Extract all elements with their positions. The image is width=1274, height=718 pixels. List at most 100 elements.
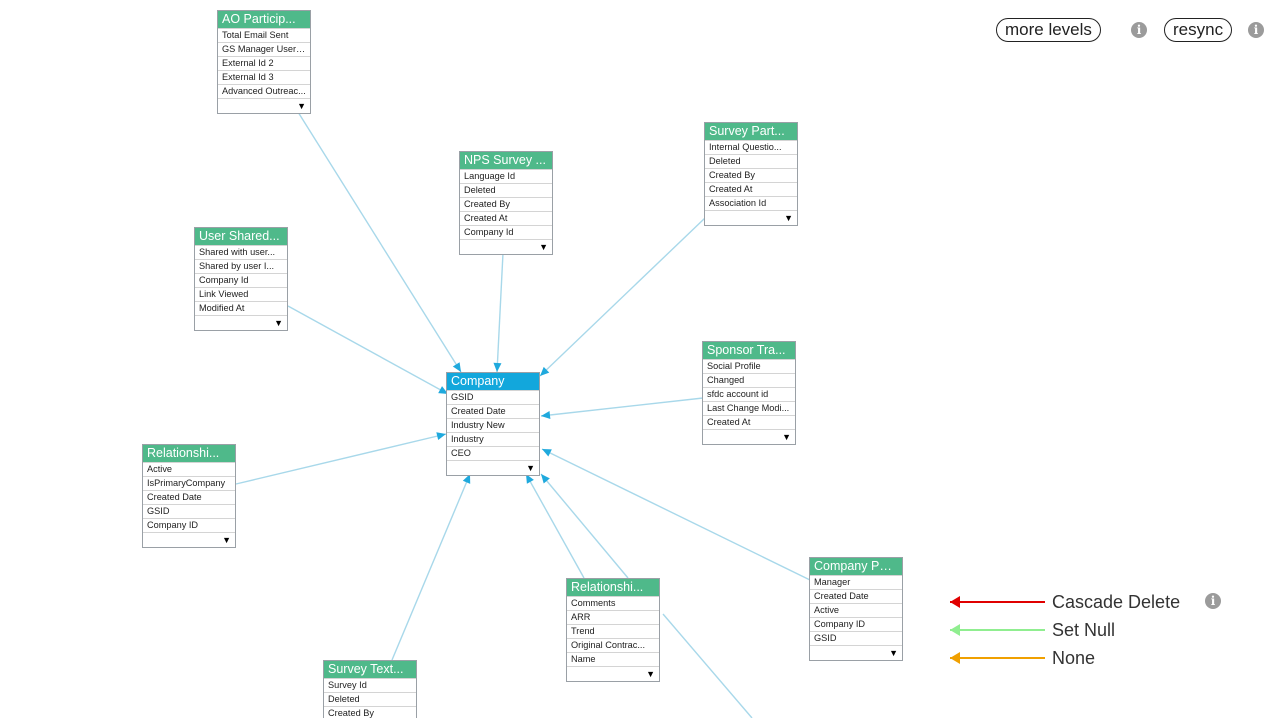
entity-field: Created By	[324, 706, 416, 718]
entity-field: ARR	[567, 610, 659, 624]
relationship-edge-ao[interactable]	[297, 111, 462, 373]
legend-arrow-icon	[950, 596, 960, 608]
entity-field: Original Contrac...	[567, 638, 659, 652]
expand-fields-row[interactable]: ▼	[460, 239, 552, 254]
expand-fields-row[interactable]: ▼	[705, 210, 797, 225]
entity-field: Social Profile	[703, 359, 795, 373]
entity-field: Total Email Sent	[218, 28, 310, 42]
entity-field: Created Date	[810, 589, 902, 603]
dropdown-arrow-icon[interactable]: ▼	[782, 432, 791, 442]
entity-field: Changed	[703, 373, 795, 387]
resync-info-icon[interactable]: i	[1248, 22, 1264, 38]
cascade-delete-info-icon[interactable]: i	[1205, 593, 1221, 609]
entity-field: Comments	[567, 596, 659, 610]
expand-fields-row[interactable]: ▼	[195, 315, 287, 330]
relationship-edge-rel2[interactable]	[662, 613, 753, 718]
entity-field: Company ID	[810, 617, 902, 631]
entity-field: External Id 2	[218, 56, 310, 70]
edge-arrowhead	[436, 432, 446, 440]
entity-title[interactable]: Sponsor Tra...	[703, 342, 795, 359]
entity-field: Deleted	[705, 154, 797, 168]
entity-title[interactable]: AO Particip...	[218, 11, 310, 28]
entity-field: GSID	[810, 631, 902, 645]
expand-fields-row[interactable]: ▼	[703, 429, 795, 444]
entity-field: Industry	[447, 432, 539, 446]
entity-title[interactable]: NPS Survey ...	[460, 152, 552, 169]
edge-arrowhead	[462, 474, 471, 484]
entity-field: Shared by user I...	[195, 259, 287, 273]
legend-label: Cascade Delete	[1052, 592, 1181, 612]
edge-arrowhead	[438, 386, 448, 394]
legend-label: Set Null	[1052, 620, 1116, 640]
relationship-edge-survey-text[interactable]	[391, 473, 471, 661]
relationship-edge-nps[interactable]	[496, 252, 504, 373]
dropdown-arrow-icon[interactable]: ▼	[274, 318, 283, 328]
relationship-edge-rel2[interactable]	[525, 473, 585, 579]
dropdown-arrow-icon[interactable]: ▼	[539, 242, 548, 252]
entity-field: Internal Questio...	[705, 140, 797, 154]
entity-field: Trend	[567, 624, 659, 638]
dropdown-arrow-icon[interactable]: ▼	[526, 463, 535, 473]
edge-arrowhead	[542, 449, 552, 457]
relationship-edge-company-per[interactable]	[541, 448, 811, 581]
entity-title[interactable]: Company Per...	[810, 558, 902, 575]
more-levels-info-icon[interactable]: i	[1131, 22, 1147, 38]
entity-node-user-shared[interactable]: User Shared...Shared with user...Shared …	[194, 227, 288, 331]
entity-field: sfdc account id	[703, 387, 795, 401]
dropdown-arrow-icon[interactable]: ▼	[646, 669, 655, 679]
expand-fields-row[interactable]: ▼	[143, 532, 235, 547]
entity-field: Created At	[705, 182, 797, 196]
edge-arrowhead	[540, 366, 550, 376]
legend-arrow-icon	[950, 624, 960, 636]
entity-field: Created By	[460, 197, 552, 211]
resync-button[interactable]: resync	[1164, 18, 1233, 42]
relationship-edge-rel2[interactable]	[540, 473, 629, 579]
expand-fields-row[interactable]: ▼	[218, 98, 310, 113]
relationship-edge-rel1[interactable]	[235, 433, 447, 485]
entity-field: Language Id	[460, 169, 552, 183]
entity-field: CEO	[447, 446, 539, 460]
entity-title[interactable]: Company	[447, 373, 539, 390]
entity-title[interactable]: Survey Part...	[705, 123, 797, 140]
entity-node-survey-part[interactable]: Survey Part...Internal Questio...Deleted…	[704, 122, 798, 226]
entity-field: Last Change Modi...	[703, 401, 795, 415]
entity-field: IsPrimaryCompany	[143, 476, 235, 490]
edge-arrowhead	[493, 362, 502, 372]
entity-field: Manager	[810, 575, 902, 589]
entity-field: Modified At	[195, 301, 287, 315]
dropdown-arrow-icon[interactable]: ▼	[297, 101, 306, 111]
entity-field: Company Id	[195, 273, 287, 287]
entity-title[interactable]: Survey Text...	[324, 661, 416, 678]
expand-fields-row[interactable]: ▼	[810, 645, 902, 660]
relationship-edge-survey-part[interactable]	[539, 217, 706, 377]
entity-field: Created Date	[143, 490, 235, 504]
entity-field: Created At	[703, 415, 795, 429]
relationship-edge-user-shared[interactable]	[287, 305, 449, 395]
expand-fields-row[interactable]: ▼	[567, 666, 659, 681]
entity-title[interactable]: Relationshi...	[567, 579, 659, 596]
dropdown-arrow-icon[interactable]: ▼	[222, 535, 231, 545]
dropdown-arrow-icon[interactable]: ▼	[889, 648, 898, 658]
dropdown-arrow-icon[interactable]: ▼	[784, 213, 793, 223]
entity-title[interactable]: User Shared...	[195, 228, 287, 245]
entity-field: External Id 3	[218, 70, 310, 84]
entity-field: Created At	[460, 211, 552, 225]
entity-field: GSID	[143, 504, 235, 518]
expand-fields-row[interactable]: ▼	[447, 460, 539, 475]
legend-line	[950, 601, 1045, 603]
edge-arrowhead	[452, 362, 461, 372]
more-levels-button[interactable]: more levels	[996, 18, 1101, 42]
entity-field: Created Date	[447, 404, 539, 418]
edge-arrowhead	[541, 474, 550, 484]
entity-title[interactable]: Relationshi...	[143, 445, 235, 462]
relationship-edge-sponsor[interactable]	[540, 397, 704, 417]
